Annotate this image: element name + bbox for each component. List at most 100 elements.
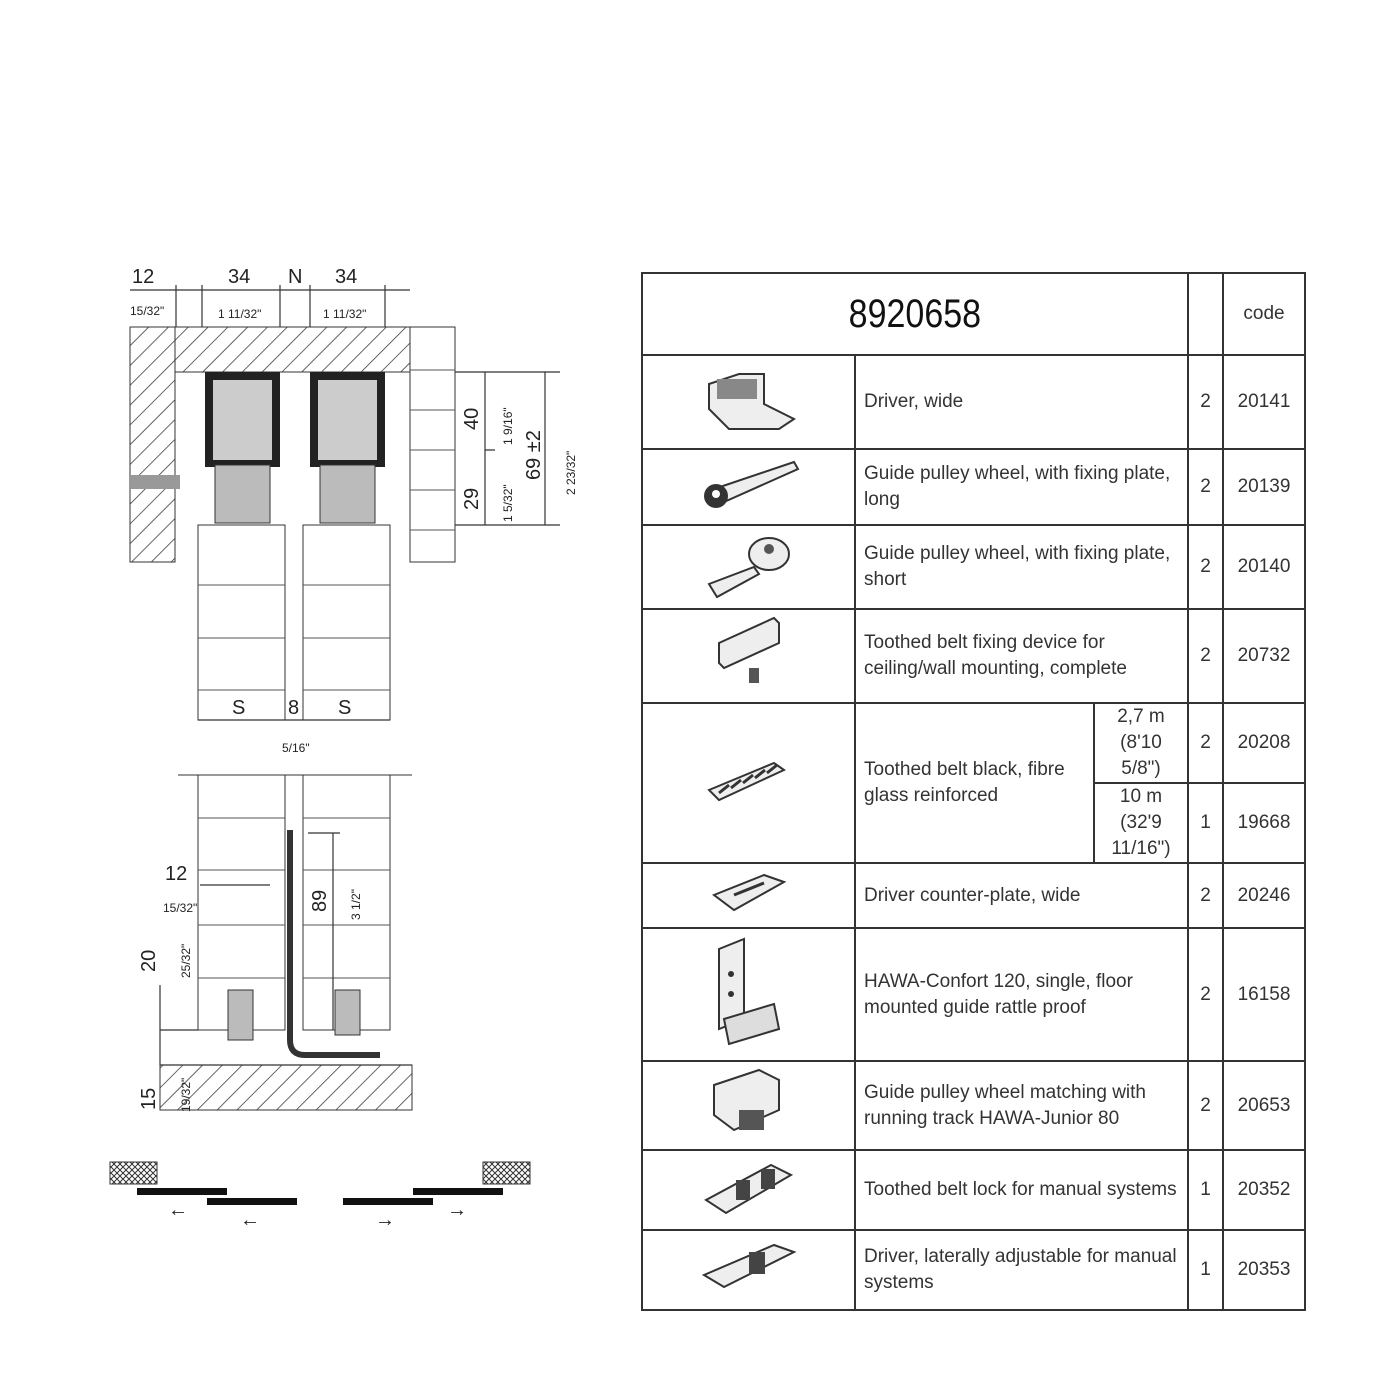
table-row: Guide pulley wheel matching with running… xyxy=(641,1060,1306,1151)
door-right xyxy=(302,524,391,721)
part-description: Driver, wide xyxy=(854,354,1189,450)
part-description: Guide pulley wheel, with fixing plate, s… xyxy=(854,524,1189,610)
part-code: 20732 xyxy=(1222,608,1306,704)
arrow-right-icon: → xyxy=(447,1199,467,1221)
parts-table: 8920658 code Driver, wide 2 20141 Guide … xyxy=(641,272,1306,1311)
table-row: Toothed belt black, fibre glass reinforc… xyxy=(641,702,1306,864)
arrow-left-icon: ← xyxy=(240,1209,260,1231)
table-row: Driver, wide 2 20141 xyxy=(641,354,1306,450)
part-code: 20653 xyxy=(1222,1060,1306,1151)
part-code: 16158 xyxy=(1222,927,1306,1062)
driver-wide-icon xyxy=(707,373,796,430)
opening-scheme: ← ← → → xyxy=(109,1161,531,1231)
wall-hatch xyxy=(129,326,176,563)
belt-length: 10 m xyxy=(1119,786,1163,807)
arrow-left-icon: ← xyxy=(168,1199,188,1221)
ceiling-hatch xyxy=(174,326,411,373)
article-number: 8920658 xyxy=(848,291,982,336)
dim-guide-in: 3 1/2" xyxy=(349,889,363,920)
table-row: Toothed belt lock for manual systems 1 2… xyxy=(641,1149,1306,1231)
floor-guide-icon xyxy=(717,937,780,1046)
part-qty: 1 xyxy=(1187,1149,1224,1231)
dim-depth-mm: 15 xyxy=(138,1088,160,1110)
part-description: Guide pulley wheel matching with running… xyxy=(854,1060,1189,1151)
part-code: 20246 xyxy=(1222,862,1306,929)
dim-lower-mm: 29 xyxy=(461,488,483,510)
dim-upper-mm: 40 xyxy=(461,408,483,430)
belt-length-in: (8'10 5/8") xyxy=(1120,732,1162,779)
table-row: Guide pulley wheel, with fixing plate, s… xyxy=(641,524,1306,610)
dim-total-mm: 69 ±2 xyxy=(523,430,545,480)
belt-fixing-device-icon xyxy=(717,616,780,683)
part-qty: 2 xyxy=(1187,608,1224,704)
part-qty: 2 xyxy=(1187,524,1224,610)
technical-drawing: 12 15/32" 34 1 11/32" N 34 1 11/32" 40 1… xyxy=(109,266,578,1231)
part-description: Guide pulley wheel, with fixing plate, l… xyxy=(854,448,1189,526)
dim-total-in: 2 23/32" xyxy=(564,451,578,495)
part-code: 20353 xyxy=(1222,1229,1306,1311)
side-panel xyxy=(409,326,456,563)
table-header: 8920658 code xyxy=(641,272,1306,356)
dim-door-gap-mm: 8 xyxy=(288,697,299,719)
part-code: 20352 xyxy=(1222,1149,1306,1231)
dim-s-right: S xyxy=(338,697,351,719)
dim-width1-mm: 34 xyxy=(228,266,250,288)
table-row: Driver, laterally adjustable for manual … xyxy=(641,1229,1306,1311)
part-description: HAWA-Confort 120, single, floor mounted … xyxy=(854,927,1189,1062)
belt-lock-icon xyxy=(704,1163,794,1214)
dim-s-left: S xyxy=(232,697,245,719)
dim-depth-in: 19/32" xyxy=(179,1078,193,1112)
part-code: 20139 xyxy=(1222,448,1306,526)
part-description: Toothed belt lock for manual systems xyxy=(854,1149,1189,1231)
dim-width1-in: 1 11/32" xyxy=(218,307,261,321)
part-code: 20141 xyxy=(1222,354,1306,450)
door-left xyxy=(197,524,286,721)
dim-left-in: 15/32" xyxy=(130,304,164,318)
guide-pulley-short-icon xyxy=(707,537,790,599)
dim-height-mm: 20 xyxy=(138,950,160,972)
driver-counter-plate-icon xyxy=(711,873,786,912)
table-row: Guide pulley wheel, with fixing plate, l… xyxy=(641,448,1306,526)
dim-width2-in: 1 11/32" xyxy=(323,307,366,321)
dim-lower-in: 1 5/32" xyxy=(501,484,515,522)
belt-length: 2,7 m xyxy=(1117,706,1165,727)
code-header: code xyxy=(1222,272,1306,356)
part-qty: 2 xyxy=(1187,1060,1224,1151)
part-qty: 2 xyxy=(1187,862,1224,929)
screw-icon xyxy=(130,475,180,489)
belt-length-in: (32'9 11/16") xyxy=(1111,812,1171,859)
dim-upper-in: 1 9/16" xyxy=(501,407,515,445)
table-row: Driver counter-plate, wide 2 20246 xyxy=(641,862,1306,929)
part-code: 20208 xyxy=(1222,702,1306,784)
table-row: Toothed belt fixing device for ceiling/w… xyxy=(641,608,1306,704)
part-qty: 2 xyxy=(1187,448,1224,526)
dim-floor-offset-in: 15/32" xyxy=(163,901,197,915)
part-qty: 2 xyxy=(1187,702,1224,784)
part-description: Driver counter-plate, wide xyxy=(854,862,1189,929)
toothed-belt-icon xyxy=(706,761,786,802)
part-code: 19668 xyxy=(1222,782,1306,864)
part-qty: 2 xyxy=(1187,927,1224,1062)
dim-floor-offset-mm: 12 xyxy=(165,863,187,885)
dim-left-mm: 12 xyxy=(132,266,154,288)
part-description: Driver, laterally adjustable for manual … xyxy=(854,1229,1189,1311)
dim-width2-mm: 34 xyxy=(335,266,357,288)
guide-pulley-long-icon xyxy=(703,460,799,508)
arrow-right-icon: → xyxy=(375,1209,395,1231)
guide-pulley-junior-icon xyxy=(712,1068,780,1132)
part-qty: 1 xyxy=(1187,782,1224,864)
part-qty: 2 xyxy=(1187,354,1224,450)
dim-door-gap-in: 5/16" xyxy=(282,741,310,755)
table-row: HAWA-Confort 120, single, floor mounted … xyxy=(641,927,1306,1062)
guide-profile xyxy=(287,830,380,1058)
part-code: 20140 xyxy=(1222,524,1306,610)
driver-adjustable-icon xyxy=(701,1243,797,1289)
part-qty: 1 xyxy=(1187,1229,1224,1311)
floor-section-drawing: 12 15/32" 89 3 1/2" 20 25/32" 15 19/32" xyxy=(138,774,413,1112)
table-row: 10 m (32'9 11/16") 1 19668 xyxy=(642,782,1306,864)
dim-guide-mm: 89 xyxy=(309,890,331,912)
dim-height-in: 25/32" xyxy=(179,944,193,978)
part-description: Toothed belt fixing device for ceiling/w… xyxy=(854,608,1189,704)
dim-gap-label: N xyxy=(288,266,302,288)
top-section-drawing: 12 15/32" 34 1 11/32" N 34 1 11/32" 40 1… xyxy=(129,266,578,755)
